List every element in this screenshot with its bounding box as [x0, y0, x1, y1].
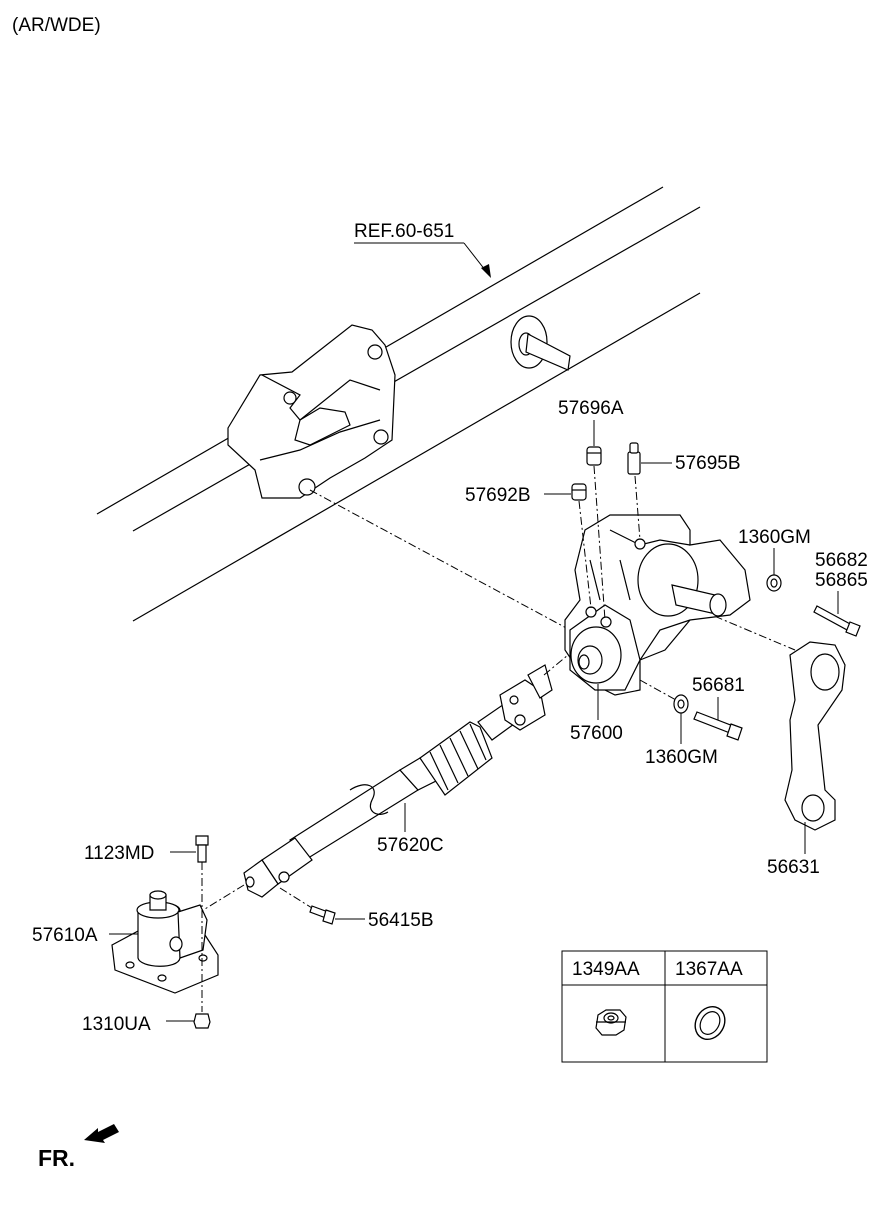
lower-bearing-icon	[111, 890, 219, 994]
label-56865: 56865	[815, 570, 868, 591]
washer-1360GM-top-icon	[766, 574, 782, 592]
label-57620C: 57620C	[377, 835, 444, 856]
o-ring-icon	[694, 1005, 726, 1041]
label-1310UA: 1310UA	[82, 1014, 151, 1035]
variant-note: (AR/WDE)	[12, 15, 101, 36]
reference-label: REF.60-651	[354, 221, 454, 242]
fitting-57692B-icon	[571, 483, 592, 609]
fitting-57695B-icon	[627, 442, 641, 541]
pitman-arm-icon	[784, 641, 846, 831]
washer-1360GM-bottom-icon	[673, 694, 689, 714]
label-57695B: 57695B	[675, 453, 741, 474]
label-56415B: 56415B	[368, 910, 434, 931]
bolt-1123MD-icon	[195, 835, 209, 1012]
label-57696A: 57696A	[558, 398, 624, 419]
bolt-56681-icon	[693, 711, 743, 741]
nut-1310UA-icon	[193, 1013, 211, 1029]
direction-label: FR.	[38, 1145, 75, 1171]
label-57600: 57600	[570, 723, 623, 744]
parts-table: 1349AA 1367AA	[561, 950, 768, 1063]
fitting-57696A-icon	[586, 446, 606, 621]
steering-shaft-icon	[243, 664, 553, 898]
label-56682: 56682	[815, 550, 868, 571]
label-1360GM-top: 1360GM	[738, 527, 811, 548]
table-header-1349AA: 1349AA	[572, 959, 640, 980]
label-1360GM-bottom: 1360GM	[645, 747, 718, 768]
bolt-56682-icon	[813, 605, 861, 637]
bolt-56415B-icon	[279, 887, 336, 925]
label-57610A: 57610A	[32, 925, 98, 946]
frame-rail-icon	[96, 186, 701, 622]
front-arrow-icon	[84, 1124, 119, 1143]
label-57692B: 57692B	[465, 485, 531, 506]
label-56681: 56681	[692, 675, 745, 696]
hex-nut-icon	[595, 1009, 627, 1036]
steering-gear-box-icon	[564, 514, 751, 696]
label-56631: 56631	[767, 857, 820, 878]
label-1123MD: 1123MD	[84, 843, 154, 864]
table-header-1367AA: 1367AA	[675, 959, 743, 980]
